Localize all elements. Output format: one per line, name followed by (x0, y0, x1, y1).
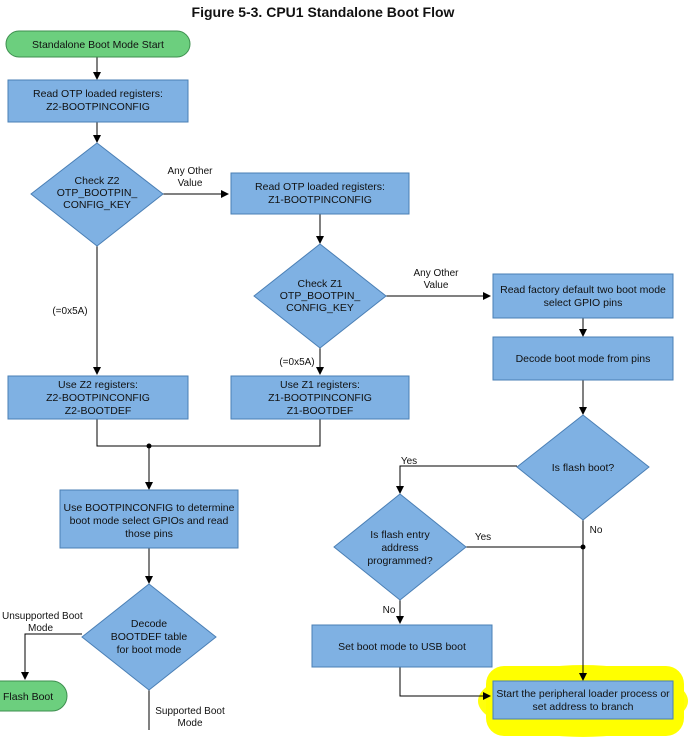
edge-label-no-flash: No (590, 525, 603, 536)
is-flash-entry-decision: Is flash entry address programmed? (333, 493, 467, 601)
read-factory-line1: Read factory default two boot mode (500, 284, 666, 296)
start-terminal: Standalone Boot Mode Start (5, 30, 191, 58)
decode-pins-label: Decode boot mode from pins (516, 353, 651, 365)
use-bootpinconfig-line2: boot mode select GPIOs and read (70, 515, 229, 527)
start-loader-line1: Start the peripheral loader process or (496, 688, 670, 700)
read-factory-box: Read factory default two boot mode selec… (492, 273, 674, 319)
use-z1-box: Use Z1 registers: Z1-BOOTPINCONFIG Z1-BO… (230, 375, 410, 420)
read-z2-line1: Read OTP loaded registers: (33, 88, 163, 100)
set-usb-box: Set boot mode to USB boot (311, 624, 493, 668)
check-z2-line1: Check Z2 (75, 175, 120, 187)
edge-labels: Any Other Value (=0x5A) Any Other Value … (2, 166, 603, 729)
flash-boot-terminal: Flash Boot (0, 680, 68, 712)
read-z2-line2: Z2-BOOTPINCONFIG (46, 101, 150, 113)
set-usb-label: Set boot mode to USB boot (338, 641, 466, 653)
edge-label-no-entry: No (383, 605, 396, 616)
read-factory-line2: select GPIO pins (544, 297, 623, 309)
is-flash-entry-line3: programmed? (367, 555, 433, 567)
read-z2-box: Read OTP loaded registers: Z2-BOOTPINCON… (7, 79, 189, 123)
edge-label-eq5a-z1: (=0x5A) (279, 357, 314, 368)
decode-bootdef-line2: BOOTDEF table (111, 631, 188, 643)
edge-label-supported-line2: Mode (177, 718, 202, 729)
edge-label-yes-flash: Yes (401, 456, 417, 467)
check-z1-decision: Check Z1 OTP_BOOTPIN_ CONFIG_KEY (253, 243, 387, 349)
edge-label-eq5a-z2: (=0x5A) (52, 306, 87, 317)
check-z1-line2: OTP_BOOTPIN_ (280, 290, 361, 302)
edge-label-yes-entry: Yes (475, 532, 491, 543)
edge-label-supported-line1: Supported Boot (155, 706, 225, 717)
use-z1-line3: Z1-BOOTDEF (287, 405, 354, 417)
edge-label-any-other-z2-line2: Value (178, 178, 203, 189)
check-z2-decision: Check Z2 OTP_BOOTPIN_ CONFIG_KEY (30, 142, 164, 247)
check-z2-line2: OTP_BOOTPIN_ (57, 187, 138, 199)
decode-bootdef-line1: Decode (131, 618, 167, 630)
decode-pins-box: Decode boot mode from pins (492, 336, 674, 381)
use-bootpinconfig-line1: Use BOOTPINCONFIG to determine (64, 502, 235, 514)
use-z2-line2: Z2-BOOTPINCONFIG (46, 392, 150, 404)
decode-bootdef-line3: for boot mode (117, 644, 182, 656)
use-z1-line2: Z1-BOOTPINCONFIG (268, 392, 372, 404)
start-label: Standalone Boot Mode Start (32, 39, 164, 51)
connectors (21, 57, 587, 730)
edge-label-any-other-z1-line2: Value (424, 280, 449, 291)
junction-dot (580, 544, 586, 550)
read-z1-line2: Z1-BOOTPINCONFIG (268, 194, 372, 206)
use-z2-line3: Z2-BOOTDEF (65, 405, 132, 417)
is-flash-entry-line2: address (381, 542, 418, 554)
start-loader-line2: set address to branch (533, 701, 634, 713)
edge-label-unsupported-line2: Mode (28, 623, 53, 634)
use-bootpinconfig-line3: those pins (125, 528, 173, 540)
use-z1-line1: Use Z1 registers: (280, 379, 360, 391)
use-z2-box: Use Z2 registers: Z2-BOOTPINCONFIG Z2-BO… (7, 375, 189, 420)
edge-label-any-other-z2-line1: Any Other (167, 166, 213, 177)
use-bootpinconfig-box: Use BOOTPINCONFIG to determine boot mode… (59, 489, 239, 549)
use-z2-line1: Use Z2 registers: (58, 379, 138, 391)
check-z1-line3: CONFIG_KEY (286, 302, 354, 314)
is-flash-entry-line1: Is flash entry (370, 529, 430, 541)
is-flash-boot-decision: Is flash boot? (516, 414, 650, 521)
read-z1-box: Read OTP loaded registers: Z1-BOOTPINCON… (230, 172, 410, 215)
check-z2-line3: CONFIG_KEY (63, 199, 131, 211)
is-flash-boot-label: Is flash boot? (552, 462, 615, 474)
start-loader-box: Start the peripheral loader process or s… (492, 680, 674, 720)
decode-bootdef-decision: Decode BOOTDEF table for boot mode (81, 583, 217, 691)
flash-boot-label: Flash Boot (3, 691, 53, 703)
read-z1-line1: Read OTP loaded registers: (255, 181, 385, 193)
edge-label-unsupported-line1: Unsupported Boot (2, 611, 83, 622)
check-z1-line1: Check Z1 (298, 278, 343, 290)
figure-title: Figure 5-3. CPU1 Standalone Boot Flow (192, 4, 455, 20)
junction-dot (146, 443, 152, 449)
edge-label-any-other-z1-line1: Any Other (413, 268, 459, 279)
